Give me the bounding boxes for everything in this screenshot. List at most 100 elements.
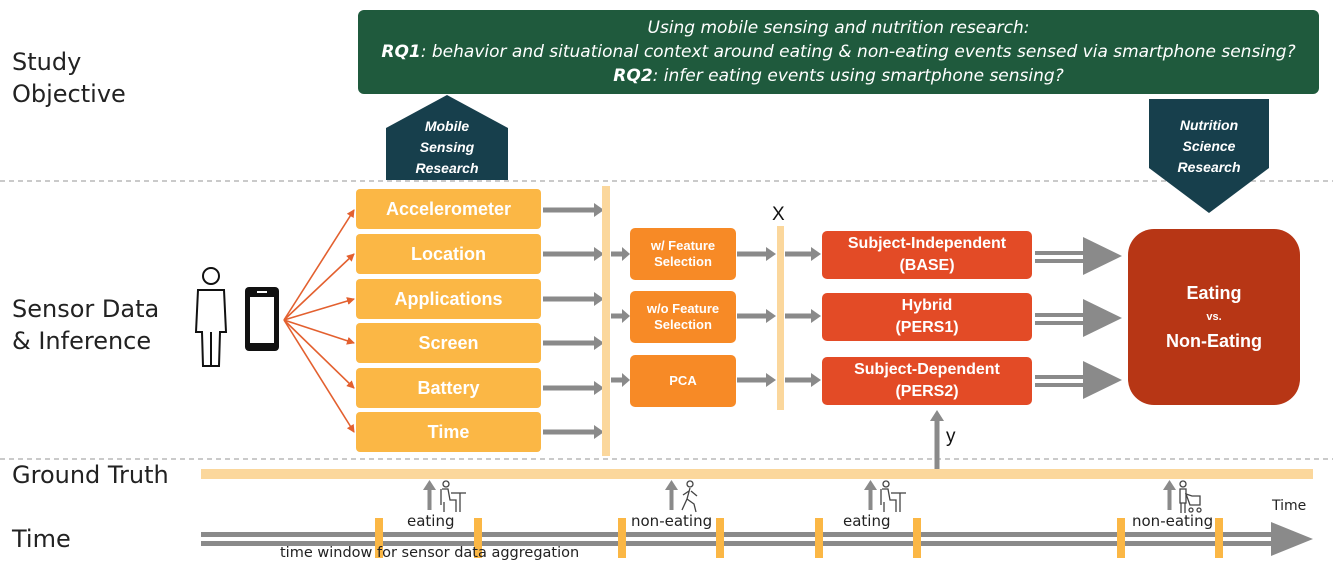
model-hybrid-code: (PERS1) — [895, 319, 959, 336]
window-marker — [913, 518, 921, 558]
event-label-eating-2: eating — [843, 512, 891, 530]
gray-arrow-1 — [543, 203, 604, 217]
result-eating: Eating — [1186, 283, 1242, 303]
rq2-text: : infer eating events using smartphone s… — [652, 66, 1064, 86]
window-marker — [474, 518, 482, 558]
row-label-sensor-data-line1: Sensor Data — [12, 295, 160, 323]
model-hybrid: Hybrid (PERS1) — [822, 293, 1032, 341]
fan-arrow-location — [283, 253, 355, 321]
fan-arrow-battery — [283, 319, 355, 389]
fan-out-arrows — [283, 209, 355, 433]
feature-without-selection-line2: Selection — [654, 317, 712, 332]
row-label-sensor-data-line2: & Inference — [12, 327, 152, 355]
window-marker — [1117, 518, 1125, 558]
nutrition-science-pentagon — [1149, 99, 1269, 213]
row-label-ground-truth: Ground Truth — [12, 461, 169, 489]
time-window-label: time window for sensor data aggregation — [280, 545, 580, 561]
smartphone-icon — [245, 287, 279, 351]
x-label: X — [772, 204, 785, 225]
gray-arrow-2 — [543, 247, 604, 261]
model-subject-independent-name: Subject-Independent — [847, 235, 1007, 252]
y-label: y — [946, 426, 956, 447]
gray-arrow-6 — [543, 425, 604, 439]
feature-without-selection-line1: w/o Feature — [646, 301, 720, 316]
model-subject-dependent: Subject-Dependent (PERS2) — [822, 357, 1032, 405]
gray-arrow-3 — [543, 292, 604, 306]
window-marker — [618, 518, 626, 558]
row-label-sensor-data: Sensor Data & Inference — [12, 293, 159, 357]
result-arrows — [1035, 237, 1122, 399]
fan-arrow-accelerometer — [283, 209, 355, 321]
nutrition-science-line2: Science — [1182, 138, 1236, 154]
model-subject-dependent-name: Subject-Dependent — [854, 361, 1000, 378]
double-arrow-base — [1035, 237, 1122, 275]
gray-arrow-4 — [543, 336, 604, 350]
time-window-markers — [375, 518, 1223, 558]
sensor-location: Location — [356, 234, 541, 274]
double-arrow-pers1 — [1035, 299, 1122, 337]
aggregation-bar — [602, 186, 610, 456]
window-marker — [815, 518, 823, 558]
sensor-output-arrows — [543, 203, 604, 439]
sensor-time: Time — [356, 412, 541, 452]
person-eating-icon-2 — [880, 480, 906, 512]
event-label-non-eating-2: non-eating — [1132, 512, 1214, 530]
double-arrow-pers2 — [1035, 361, 1122, 399]
result-non-eating: Non-Eating — [1166, 331, 1262, 351]
mobile-sensing-line1: Mobile — [424, 118, 470, 134]
time-axis — [201, 522, 1313, 556]
mobile-sensing-label: Mobile Sensing Research — [386, 116, 508, 179]
sensor-accelerometer: Accelerometer — [356, 189, 541, 229]
result-vs: vs. — [1206, 311, 1222, 323]
objective-line1: Using mobile sensing and nutrition resea… — [647, 18, 1030, 38]
rq2-label: RQ2 — [613, 66, 653, 86]
model-subject-independent-code: (BASE) — [899, 257, 955, 274]
feature-input-arrows — [611, 247, 630, 387]
event-label-non-eating-1: non-eating — [631, 512, 713, 530]
ground-truth-label-arrow — [930, 410, 944, 469]
person-eating-icon — [440, 480, 466, 512]
event-label-eating-1: eating — [407, 512, 455, 530]
mobile-sensing-line2: Sensing — [419, 139, 475, 155]
event-arrows — [423, 480, 1176, 510]
model-subject-dependent-code: (PERS2) — [895, 383, 959, 400]
mobile-sensing-line3: Research — [415, 160, 479, 176]
fan-arrow-time — [283, 319, 355, 433]
fan-arrow-screen — [283, 319, 355, 345]
sensor-battery: Battery — [356, 368, 541, 408]
model-input-arrows — [785, 247, 821, 387]
nutrition-science-line1: Nutrition — [1179, 117, 1239, 133]
row-label-study-objective: Study Objective — [12, 46, 126, 110]
nutrition-science-label: Nutrition Science Research — [1149, 115, 1269, 178]
gray-arrow-5 — [543, 381, 604, 395]
objective-rq2: RQ2: infer eating events using smartphon… — [358, 64, 1319, 88]
row-label-time: Time — [12, 525, 71, 553]
objective-rq1: RQ1: behavior and situational context ar… — [358, 40, 1319, 64]
person-icon — [194, 267, 228, 367]
model-hybrid-name: Hybrid — [901, 297, 953, 314]
row-label-study-objective-line1: Study — [12, 48, 82, 76]
person-stroller-icon — [1179, 480, 1202, 513]
result-eating-vs-non-eating: Eating vs. Non-Eating — [1128, 229, 1300, 405]
ground-truth-bar — [201, 469, 1313, 479]
rq1-label: RQ1 — [381, 42, 421, 62]
nutrition-science-line3: Research — [1177, 159, 1241, 175]
sensor-applications: Applications — [356, 279, 541, 319]
feature-matrix-bar — [777, 226, 784, 410]
feature-with-selection-line1: w/ Feature — [650, 238, 716, 253]
window-marker — [375, 518, 383, 558]
time-axis-label: Time — [1272, 498, 1307, 514]
window-marker — [716, 518, 724, 558]
sensor-screen: Screen — [356, 323, 541, 363]
study-objective-banner: Using mobile sensing and nutrition resea… — [358, 10, 1319, 94]
window-marker — [1215, 518, 1223, 558]
feature-pca: PCA — [630, 355, 736, 407]
mobile-sensing-pentagon — [386, 95, 508, 180]
feature-with-selection-line2: Selection — [654, 254, 712, 269]
model-subject-independent: Subject-Independent (BASE) — [822, 231, 1032, 279]
